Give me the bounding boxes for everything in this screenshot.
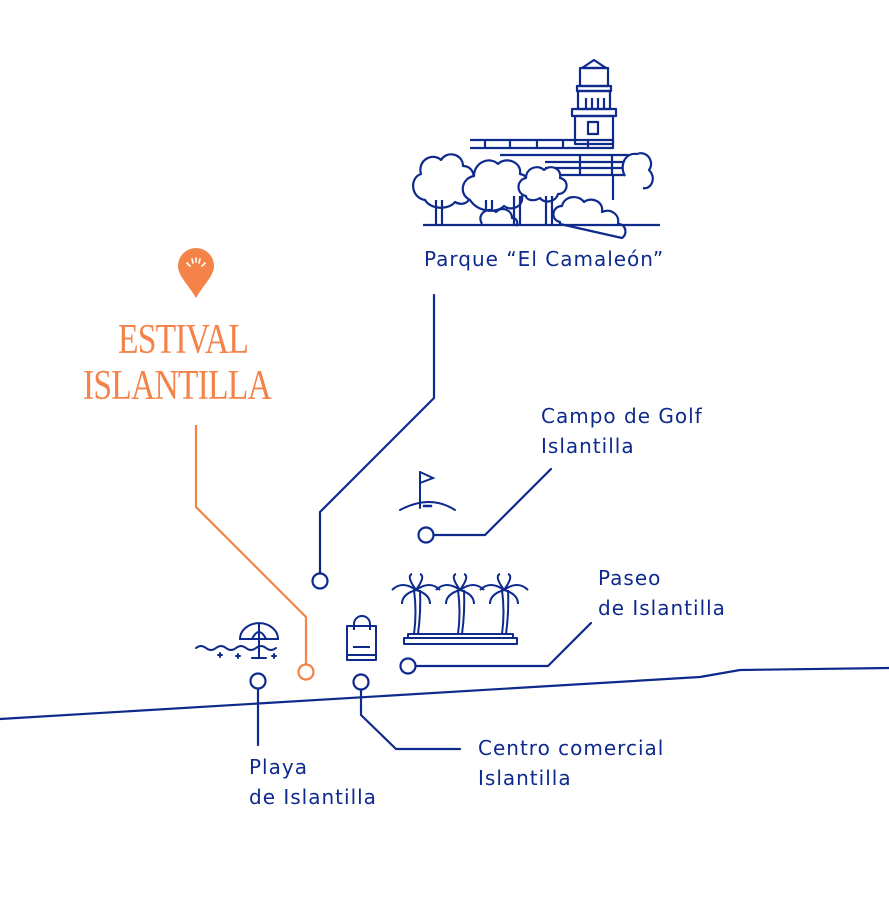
golf-marker	[417, 526, 435, 544]
estival-leader-line	[194, 425, 308, 664]
location-pin-icon	[178, 248, 214, 298]
shopping-bag-icon	[346, 615, 377, 661]
place-subname: Islantilla	[541, 434, 635, 458]
place-name: Paseo	[598, 566, 662, 590]
centro-leader-line	[359, 688, 462, 751]
place-name: Campo de Golf	[541, 404, 703, 428]
golf-leader-line	[432, 467, 553, 537]
brand-title-line2: ISLANTILLA	[83, 363, 272, 409]
paseo-marker	[399, 657, 417, 675]
place-label-playa[interactable]: Playa de Islantilla	[249, 752, 377, 812]
centro-marker	[352, 673, 370, 691]
parque-marker	[311, 572, 329, 590]
place-subname: de Islantilla	[598, 596, 726, 620]
lighthouse-park-icon	[412, 58, 660, 240]
parque-leader-line	[318, 293, 436, 575]
place-name: Playa	[249, 755, 308, 779]
brand-title-line1: ESTIVAL	[118, 317, 249, 363]
place-subname: de Islantilla	[249, 785, 377, 809]
place-subname: Islantilla	[478, 766, 572, 790]
palm-trees-icon	[391, 573, 529, 645]
paseo-leader-line	[415, 621, 593, 668]
coastline	[0, 666, 889, 721]
playa-marker	[249, 672, 267, 690]
place-name: Parque “El Camaleón”	[424, 247, 665, 271]
place-label-golf[interactable]: Campo de Golf Islantilla	[541, 401, 703, 461]
place-name: Centro comercial	[478, 736, 665, 760]
golf-flag-icon	[399, 471, 456, 511]
place-label-paseo[interactable]: Paseo de Islantilla	[598, 563, 726, 623]
place-label-parque[interactable]: Parque “El Camaleón”	[424, 244, 664, 274]
place-label-centro[interactable]: Centro comercial Islantilla	[478, 733, 664, 793]
beach-umbrella-icon	[195, 622, 280, 659]
estival-marker	[297, 663, 315, 681]
